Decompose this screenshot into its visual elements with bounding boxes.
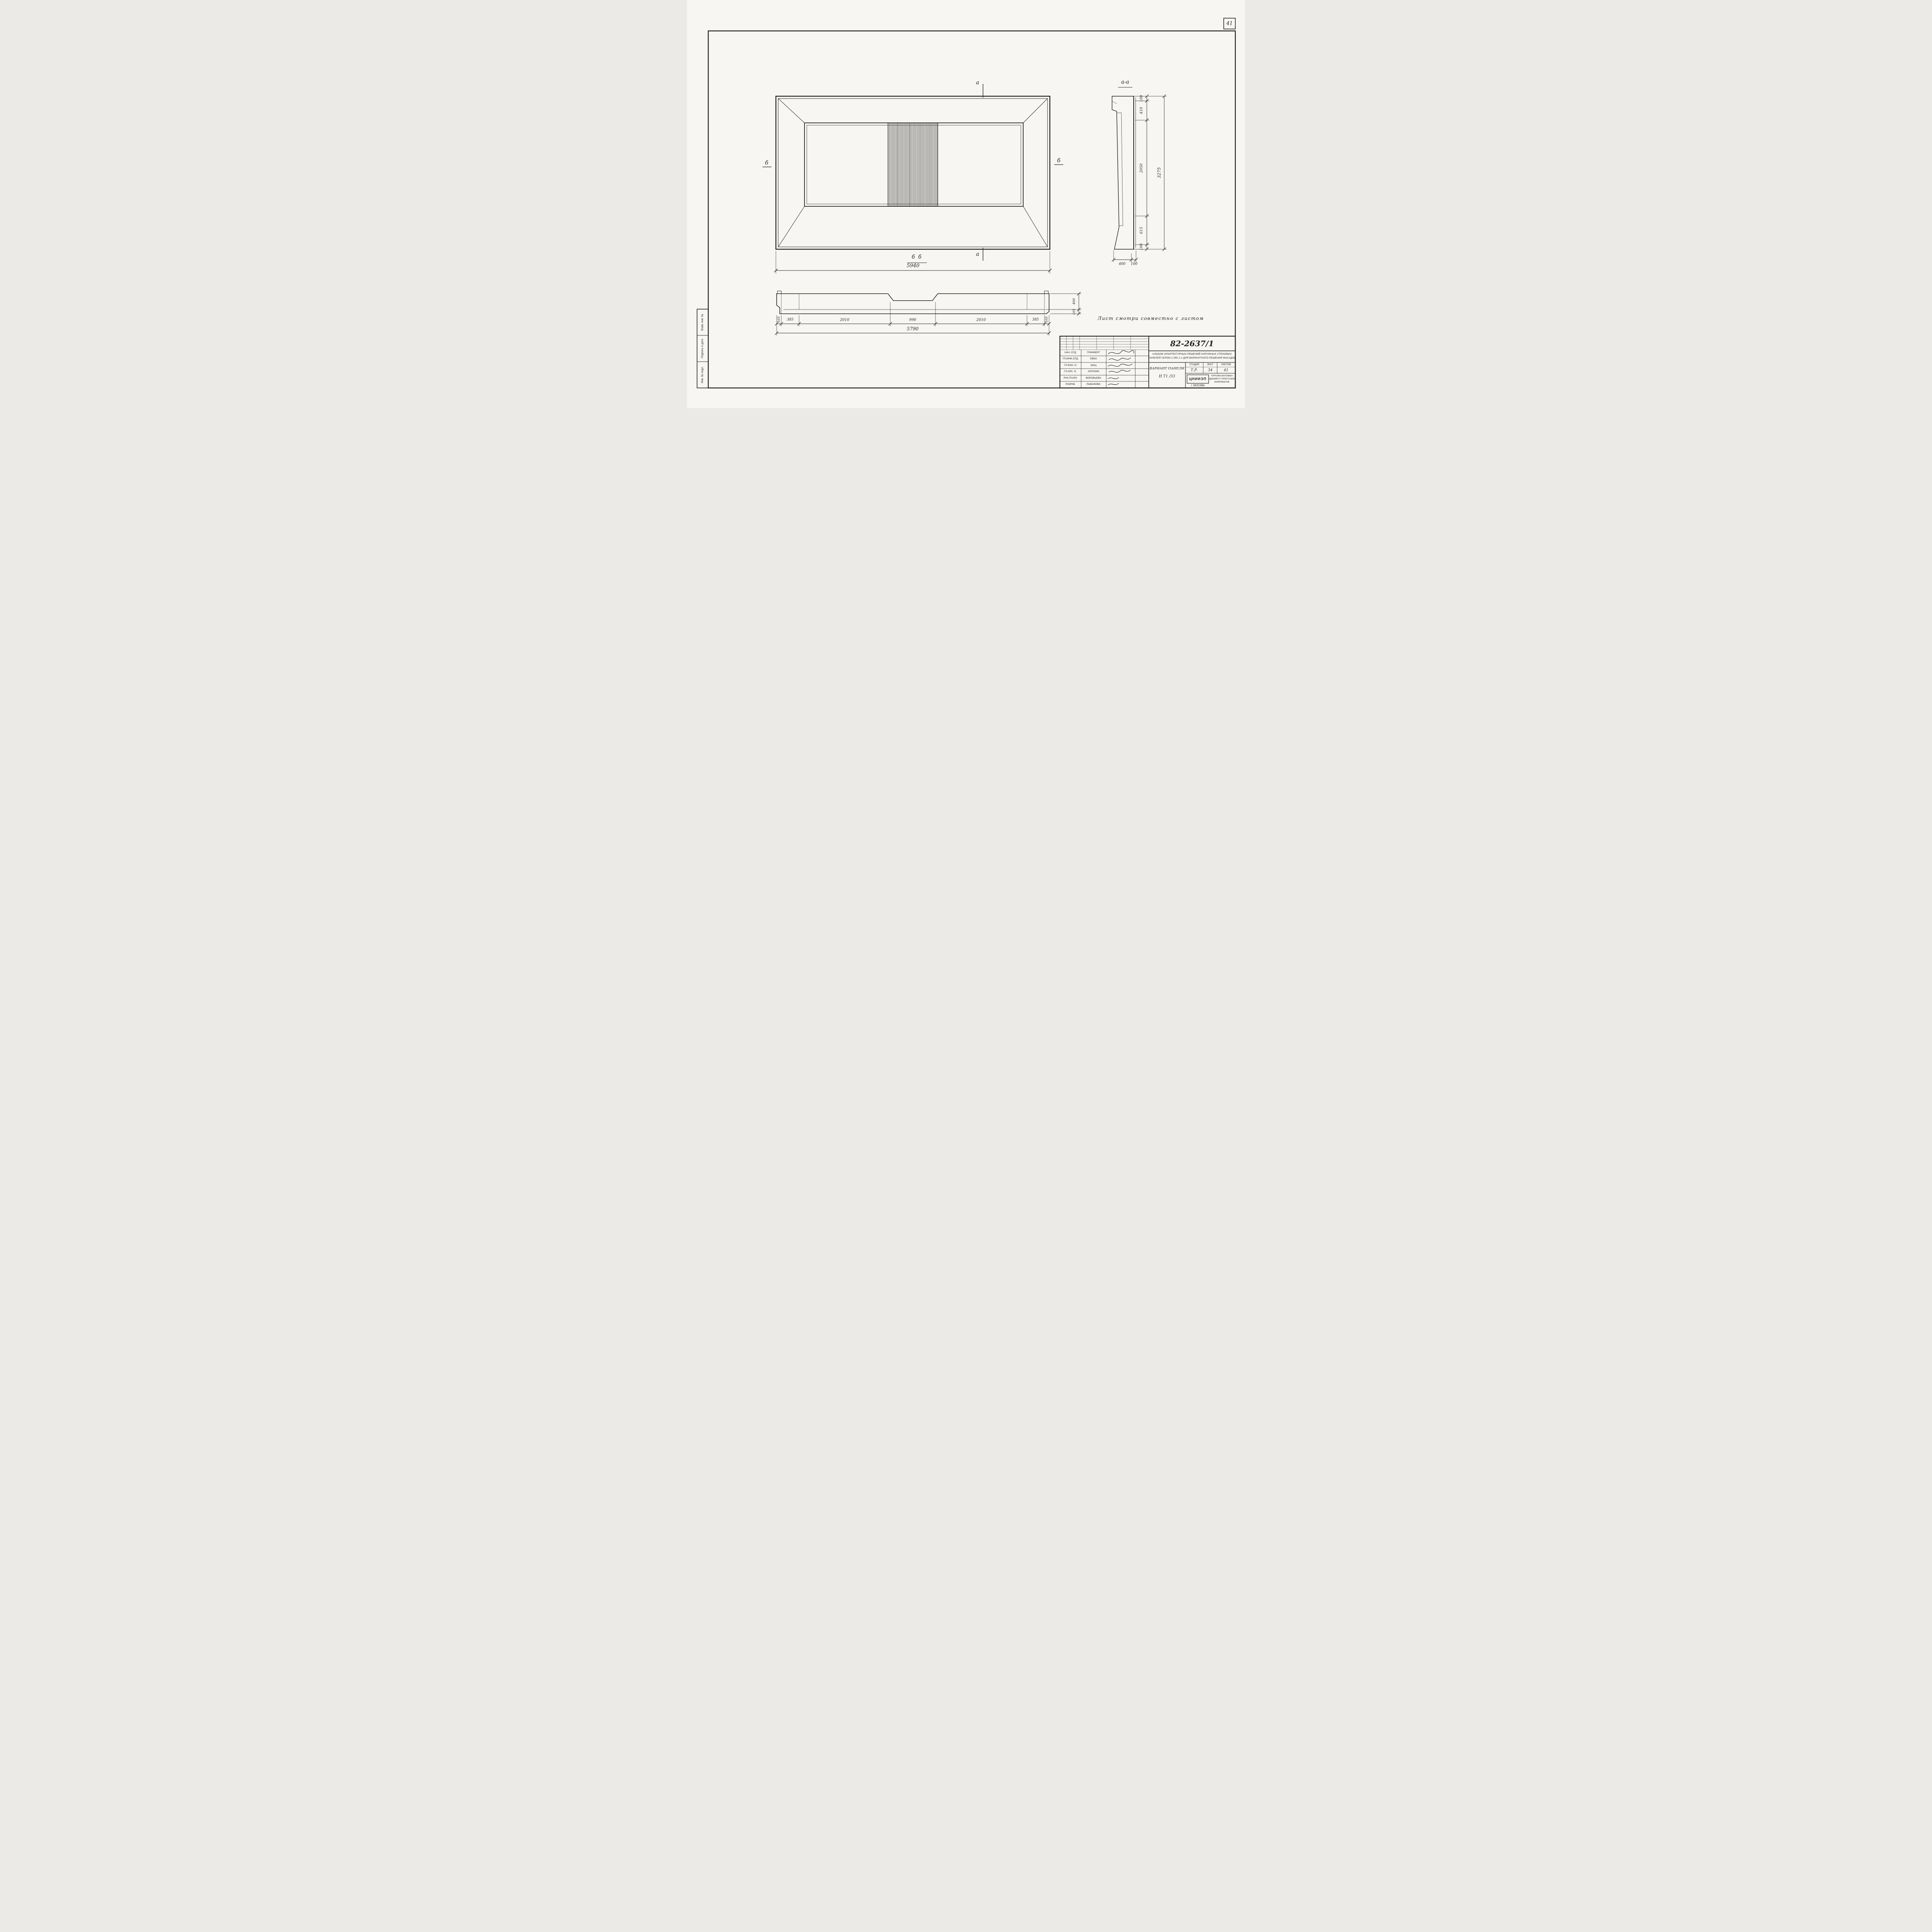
aa-dim-100-top: 100 <box>1139 95 1144 102</box>
staff-name: АРЗУЗИН <box>1088 370 1099 373</box>
staff-name: ЕВКО <box>1090 357 1097 360</box>
section-aa-dim-lines <box>1112 94 1167 262</box>
section-mark-b-left: б <box>765 160 769 166</box>
cross-reference-note: Лист смотри совместно с листом <box>1097 316 1204 321</box>
org-name: ЦНИИЭП <box>1189 377 1207 381</box>
org-city: г. МОСКВА <box>1191 384 1205 387</box>
org-desc-line1: ТОРГОВО-БЫТОВЫХ <box>1211 375 1233 378</box>
aa-bottom-dim-100: 100 <box>1131 262 1138 266</box>
aa-dim-100-bottom: 100 <box>1139 243 1144 251</box>
staff-name: РЫБАКОВА <box>1087 383 1100 386</box>
org-desc-line2: ЗДАНИЙ И ТУРИСТСКИХ <box>1209 378 1235 381</box>
section-aa-lines <box>1112 87 1136 250</box>
aa-bottom-dim-400: 400 <box>1119 262 1126 266</box>
corner-sheet-number: 41 <box>1226 20 1233 27</box>
blueprint-sheet: 41 Взам. инв. № Подпись и дата Инв. № по… <box>687 0 1245 408</box>
sheet-header: ЛИСТ <box>1207 363 1214 366</box>
variant-line2: Н Т1 /33 <box>1159 374 1175 379</box>
margin-cell-mid: Подпись и дата <box>701 338 704 359</box>
section-bb-dim-lines <box>775 292 1082 336</box>
section-bb-label: б б <box>912 254 922 260</box>
staff-role: ГЛ.ИНЖ.ОТД <box>1063 357 1078 360</box>
stage-header: СТАДИЯ <box>1189 363 1199 366</box>
staff-name: ШАЦ <box>1090 364 1097 367</box>
doc-number: 82-2637/1 <box>1170 339 1214 348</box>
sheets-total-value: 41 <box>1223 368 1229 372</box>
staff-role: ГЛ.КОН. О <box>1064 364 1077 367</box>
org-desc-line3: КОМПЛЕКСОВ <box>1214 381 1230 384</box>
staff-role: НАЧ. ОТД <box>1065 351 1076 354</box>
staff-name: ГРИНБЕРГ <box>1087 351 1100 354</box>
sheet-frame <box>697 18 1236 389</box>
doc-description-line2: ПАНЕЛЕЙ СЕРИИ 1.090.1-1 ДЛЯ ВАРИАНТНОГО … <box>1148 356 1236 359</box>
front-width-dim: 5940 <box>906 263 920 269</box>
aa-overall-dim: 3275 <box>1156 167 1162 178</box>
staff-role: РАЗРАБ <box>1065 383 1075 386</box>
section-aa-label: a-a <box>1121 79 1129 85</box>
aa-dim-615: 615 <box>1139 226 1144 234</box>
drawing-linework <box>697 18 1236 389</box>
margin-cell-top: Взам. инв. № <box>701 314 704 331</box>
staff-role: ГЛ.АРХ. О. <box>1064 370 1077 373</box>
bb-dim-990: 990 <box>909 318 917 322</box>
margin-cell-bottom: Инв. № подл. <box>701 366 704 383</box>
doc-description-line1: АЛЬБОМ АРХИТЕКТУРНЫХ РЕШЕНИЙ НАРУЖНЫХ СТ… <box>1152 352 1232 355</box>
aa-dim-410: 410 <box>1139 107 1144 114</box>
sheet-value: 34 <box>1208 368 1213 372</box>
bb-thickness-105: 105 <box>1072 308 1076 315</box>
front-view-lines <box>762 84 1063 261</box>
stage-value: Т.Р. <box>1190 368 1198 372</box>
section-bb-lines <box>776 262 1049 314</box>
bb-dim-2010-left: 2010 <box>840 318 850 322</box>
sheets-total-header: ЛИСТОВ <box>1221 363 1231 366</box>
bb-dim-2010-right: 2010 <box>976 318 986 322</box>
bb-thickness-400: 400 <box>1072 298 1076 305</box>
bb-overall-dim: 5790 <box>906 326 919 332</box>
section-mark-b-right: б <box>1057 158 1061 164</box>
hatched-band <box>888 122 938 207</box>
front-dim-lines <box>774 251 1052 274</box>
bb-dim-385-left: 385 <box>787 318 794 322</box>
section-mark-a-bottom: a <box>976 251 980 257</box>
bb-dim-385-right: 385 <box>1032 318 1039 322</box>
aa-dim-2050: 2050 <box>1139 163 1144 173</box>
variant-line1: ВАРИАНТ ПАНЕЛИ <box>1149 366 1185 371</box>
bb-dim-105-right: 105 <box>1044 316 1049 323</box>
staff-name: ВОРОБЬЕВА <box>1086 376 1101 379</box>
bb-dim-105-left: 105 <box>777 316 781 323</box>
signatures <box>1108 350 1134 385</box>
section-mark-a-top: a <box>976 80 980 86</box>
staff-role: РУК.ГР.АРХ <box>1063 376 1077 379</box>
title-block-lines <box>1059 335 1236 389</box>
